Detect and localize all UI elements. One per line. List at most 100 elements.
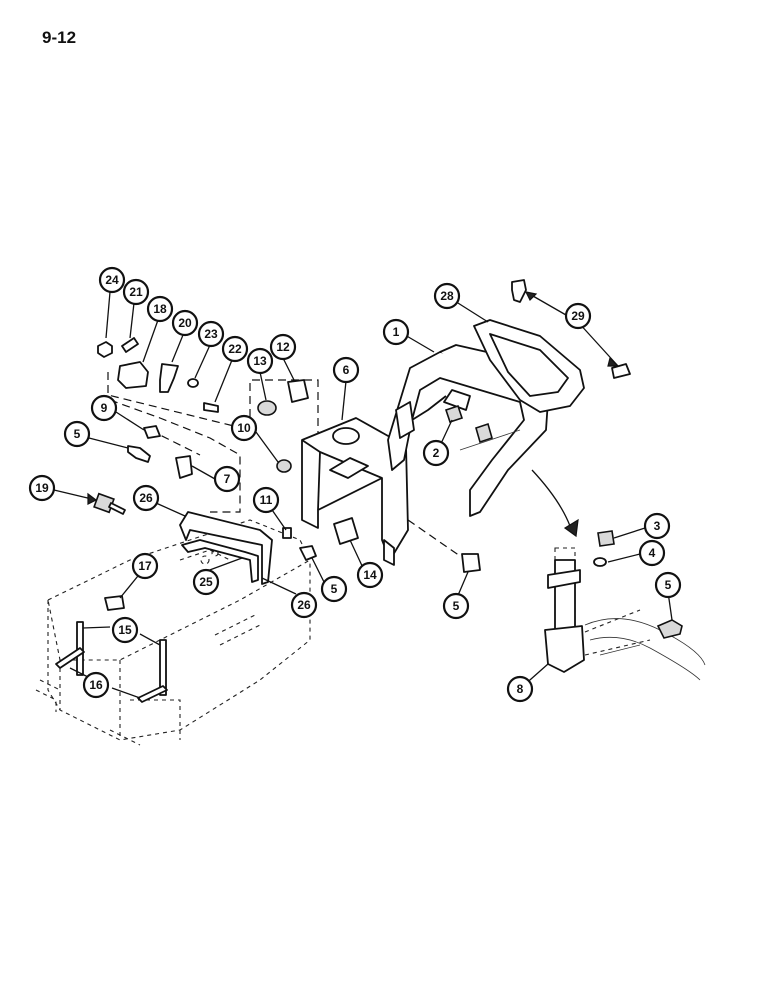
small-parts-group [97, 337, 319, 539]
arrow-29-side [607, 356, 620, 367]
callout-19-label: 19 [35, 481, 49, 495]
callout-5-center: 5 [320, 575, 348, 603]
callout-22-label: 22 [228, 342, 242, 356]
part-14-bushing [333, 517, 359, 545]
callout-23: 23 [197, 320, 225, 348]
part-9-knob [143, 425, 161, 439]
part-5-bolt-center [299, 545, 317, 561]
callout-20-label: 20 [178, 316, 192, 330]
part-19-bolt [93, 492, 126, 515]
part-3-bolt [597, 530, 615, 547]
callout-3-label: 3 [654, 519, 661, 533]
callout-11: 11 [252, 486, 280, 514]
callout-4: 4 [638, 539, 666, 567]
callout-3: 3 [643, 512, 671, 540]
callout-2: 2 [422, 439, 450, 467]
part-5-bolt-right [656, 619, 683, 639]
part-17-clip [104, 595, 125, 611]
callout-8-label: 8 [517, 682, 524, 696]
callout-1: 1 [382, 318, 410, 346]
callout-5-left: 5 [63, 420, 91, 448]
part-29-screw-side [611, 363, 631, 379]
callout-17: 17 [131, 552, 159, 580]
callout-21: 21 [122, 278, 150, 306]
part-7-bracket [175, 455, 193, 479]
callout-9: 9 [90, 394, 118, 422]
part-11-clip [282, 527, 292, 539]
callout-19: 19 [28, 474, 56, 502]
part-24-nut [97, 341, 113, 358]
callout-13-label: 13 [253, 354, 267, 368]
callout-23-label: 23 [204, 327, 218, 341]
callout-5-center-label: 5 [331, 582, 338, 596]
callout-16-label: 16 [89, 678, 103, 692]
callout-5-left-label: 5 [74, 427, 81, 441]
callout-2-label: 2 [433, 446, 440, 460]
part-2-bushing-upper [444, 404, 464, 424]
callout-18-label: 18 [153, 302, 167, 316]
part-12-plate [287, 379, 309, 403]
page-number: 9-12 [42, 28, 77, 47]
part-16-angle-left [55, 647, 85, 669]
callout-5-right: 5 [654, 571, 682, 599]
part-5-bolt-left [127, 445, 151, 463]
part-22-bolt [203, 402, 219, 413]
part-18-bracket [117, 361, 149, 389]
callout-14: 14 [356, 561, 384, 589]
callout-5-mid-label: 5 [453, 599, 460, 613]
callout-29-label: 29 [571, 309, 585, 323]
callout-15-label: 15 [118, 623, 132, 637]
callout-18: 18 [146, 295, 174, 323]
callout-11-label: 11 [260, 493, 273, 507]
part-25-handle-inner [181, 539, 259, 583]
callout-6-label: 6 [343, 363, 350, 377]
callout-10-label: 10 [237, 421, 251, 435]
part-21-stud [121, 337, 139, 353]
callout-5-right-label: 5 [665, 578, 672, 592]
callout-22: 22 [221, 335, 249, 363]
callout-26-upper-label: 26 [139, 491, 153, 505]
part-29-screw-top [511, 279, 527, 303]
callout-12: 12 [269, 333, 297, 361]
part-10-nut [276, 459, 292, 473]
part-25-handle [179, 511, 273, 585]
part-23-washer [187, 378, 199, 388]
arrow-19 [87, 492, 98, 505]
callout-26-lower-label: 26 [297, 598, 311, 612]
callout-6: 6 [332, 356, 360, 384]
arrow-29-top [524, 291, 538, 302]
callout-17-label: 17 [138, 559, 152, 573]
callout-14-label: 14 [363, 568, 377, 582]
part-5-bolt-mid [461, 553, 481, 573]
callout-28: 28 [433, 282, 461, 310]
part-28-cap [473, 319, 585, 413]
callout-24: 24 [98, 266, 126, 294]
callout-21-label: 21 [129, 285, 143, 299]
callout-5-mid: 5 [442, 592, 470, 620]
callout-12-label: 12 [276, 340, 290, 354]
callout-20: 20 [171, 309, 199, 337]
callout-8: 8 [506, 675, 534, 703]
callout-29: 29 [564, 302, 592, 330]
callout-16: 16 [82, 671, 110, 699]
part-15-bracket-right [159, 639, 167, 696]
part-13-grommet [257, 400, 277, 416]
callout-7-label: 7 [224, 472, 231, 486]
callout-25-label: 25 [199, 575, 213, 589]
callout-28-label: 28 [440, 289, 454, 303]
callout-9-label: 9 [101, 401, 108, 415]
steering-column-detail [544, 547, 706, 681]
part-20-latch [159, 363, 179, 393]
callout-15: 15 [111, 616, 139, 644]
callout-24-label: 24 [105, 273, 119, 287]
callout-7: 7 [213, 465, 241, 493]
callout-13: 13 [246, 347, 274, 375]
part-16-angle-right [137, 685, 168, 703]
callout-10: 10 [230, 414, 258, 442]
part-2-bushing-lower [475, 422, 493, 444]
detail-arrow [531, 469, 571, 527]
callout-4-label: 4 [649, 546, 656, 560]
part-4-washer [593, 557, 607, 567]
callout-1-label: 1 [393, 325, 400, 339]
